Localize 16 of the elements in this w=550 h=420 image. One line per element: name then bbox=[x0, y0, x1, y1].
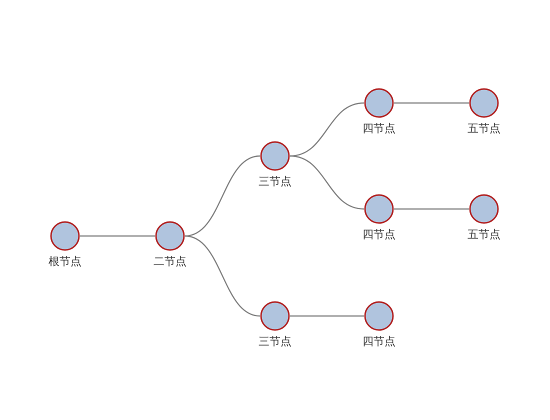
connector-line bbox=[184, 155, 260, 237]
connector-line bbox=[184, 235, 260, 317]
node-label: 五节点 bbox=[468, 122, 500, 135]
connector-line bbox=[80, 235, 155, 237]
node-label: 五节点 bbox=[468, 228, 500, 241]
node-label: 三节点 bbox=[258, 175, 292, 188]
connector-line bbox=[290, 315, 364, 317]
connector-line bbox=[394, 208, 469, 210]
connector-line bbox=[394, 102, 469, 104]
node-label: 三节点 bbox=[258, 335, 292, 348]
node-label: 根节点 bbox=[48, 255, 82, 268]
node-label: 四节点 bbox=[362, 335, 396, 348]
node-label: 二节点 bbox=[154, 255, 186, 268]
node-label: 四节点 bbox=[362, 122, 396, 135]
node-label: 四节点 bbox=[362, 228, 396, 241]
connector-line bbox=[290, 155, 364, 210]
